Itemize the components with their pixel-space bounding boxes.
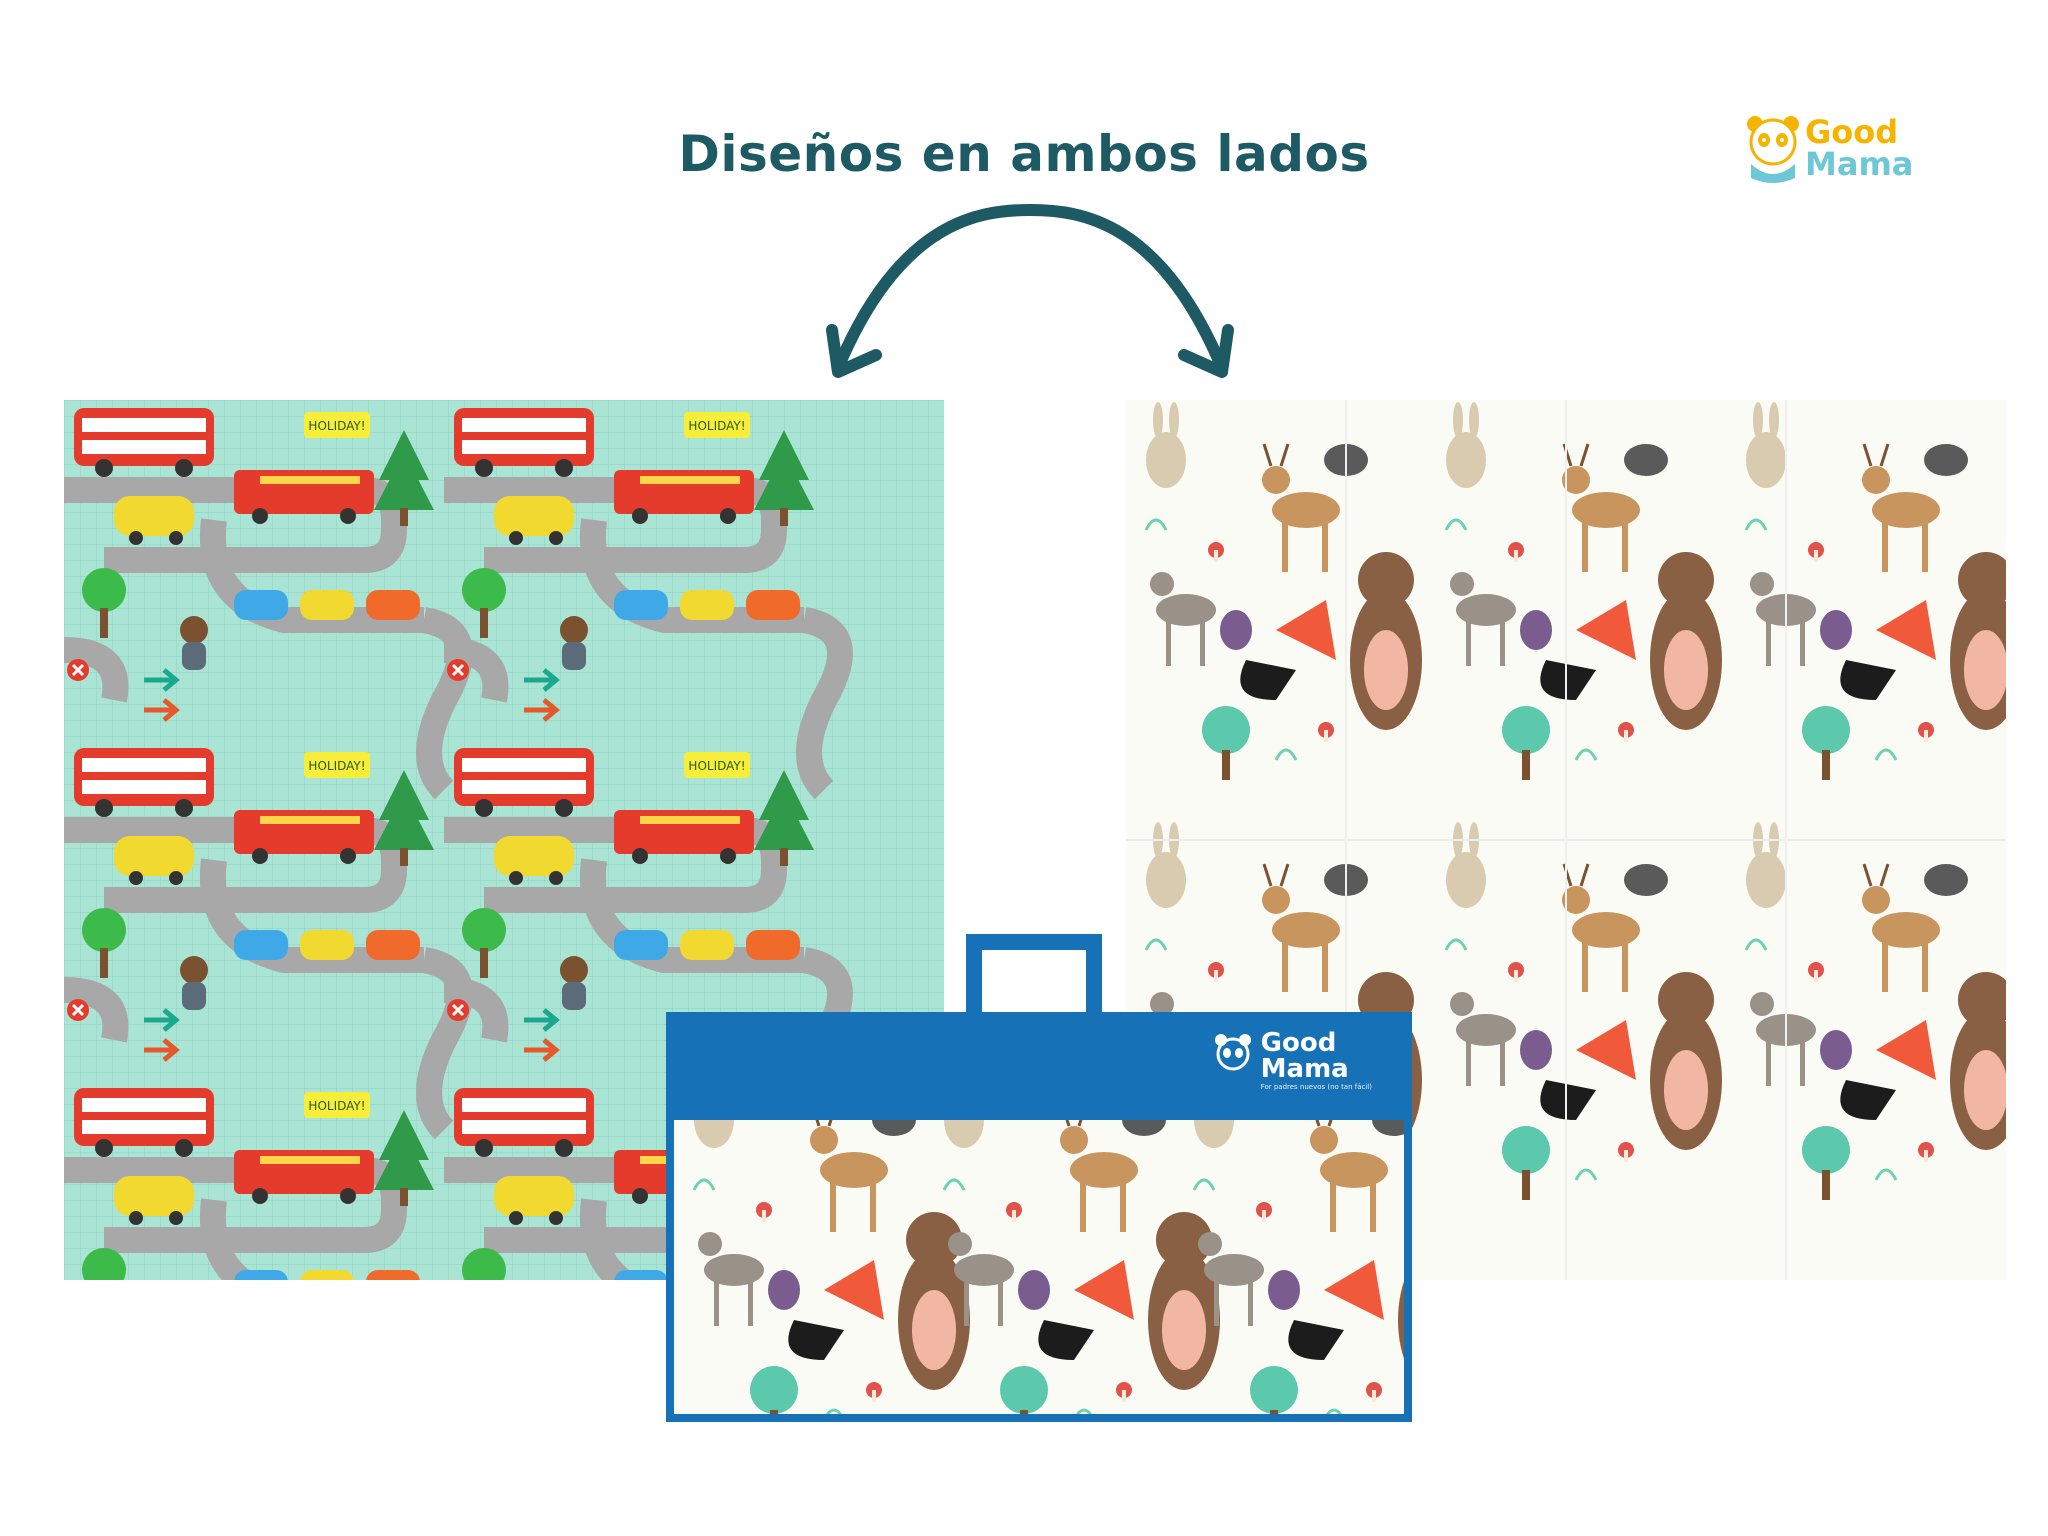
panda-icon xyxy=(1747,116,1799,183)
bag-woodland-pattern xyxy=(692,1120,1404,1414)
curved-double-arrow-icon xyxy=(826,203,1234,378)
bag-front-panel xyxy=(666,1112,1412,1422)
brand-line1: Good xyxy=(1805,113,1899,151)
bag-handle xyxy=(966,934,1102,1034)
panda-icon xyxy=(1214,1034,1251,1071)
bag-brand-logo: Good Mama For padres nuevos (no tan fáci… xyxy=(1214,1028,1372,1092)
brand-line2: Mama xyxy=(1805,145,1914,183)
carry-bag: Good Mama For padres nuevos (no tan fáci… xyxy=(666,1012,1412,1422)
bag-flap: Good Mama For padres nuevos (no tan fáci… xyxy=(666,1012,1412,1112)
bag-brand-tagline: For padres nuevos (no tan fácil) xyxy=(1260,1083,1372,1091)
brand-logo: Good Mama xyxy=(1745,112,1915,192)
bag-brand-line2: Mama xyxy=(1260,1054,1349,1084)
city-vehicles-mat: HOLIDAY! xyxy=(64,400,944,1280)
page-title: Diseños en ambos lados xyxy=(678,125,1370,183)
bag-brand-line1: Good xyxy=(1260,1028,1337,1058)
